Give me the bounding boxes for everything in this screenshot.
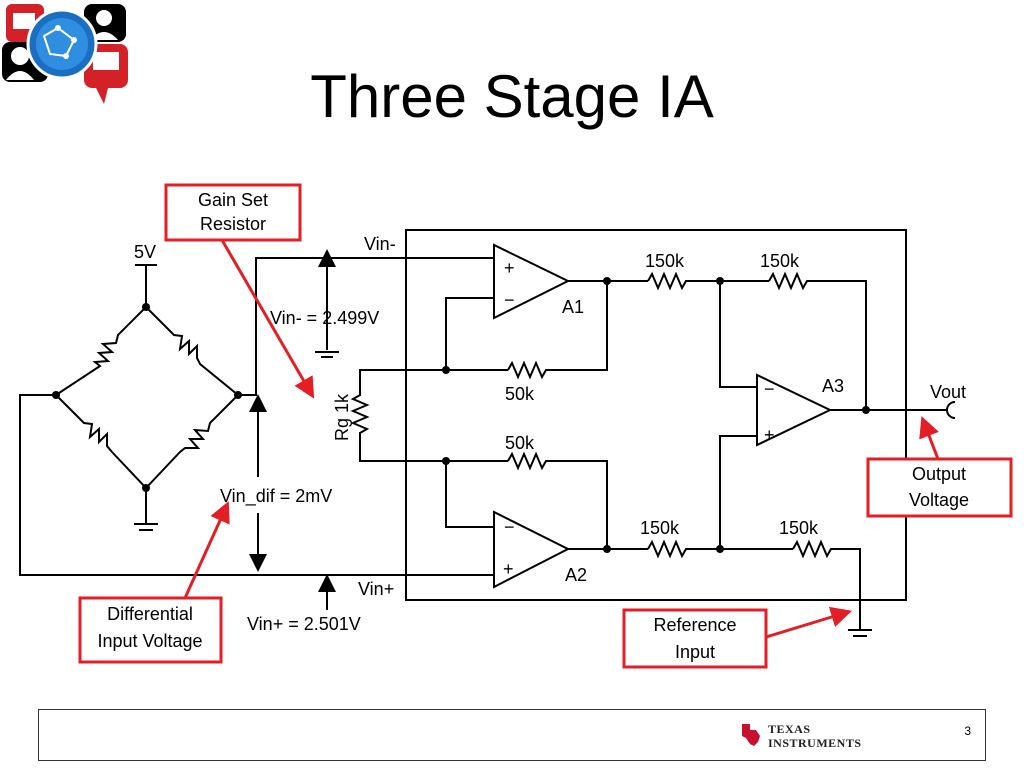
bridge-resistor-bottom-right: [145, 394, 239, 489]
ia-enclosure: [405, 229, 907, 601]
vin-minus-label: Vin-: [364, 234, 396, 254]
a1-label: A1: [562, 297, 584, 317]
callout-differential-line2: Input Voltage: [97, 631, 202, 651]
r-top-fb-label: 150k: [760, 251, 800, 271]
callout-gain-set-line2: Resistor: [200, 214, 266, 234]
op-amp-a1: [493, 243, 571, 320]
svg-text:INSTRUMENTS: INSTRUMENTS: [768, 736, 862, 750]
a1-minus-pin: −: [504, 290, 515, 310]
vout-terminal: [946, 401, 956, 419]
vin-plus-wire: [19, 394, 494, 576]
callout-reference-line1: Reference: [653, 615, 736, 635]
r-feedback-top: [507, 281, 608, 380]
a3-plus-pin: +: [764, 425, 775, 445]
r-bot-in: [647, 539, 793, 559]
vout-label: Vout: [930, 382, 966, 402]
r-feedback-bottom: [507, 451, 608, 549]
callout-differential-line1: Differential: [107, 604, 193, 624]
vin-minus-wire: [238, 257, 494, 396]
callout-output: [866, 457, 1013, 518]
texas-state-icon: [742, 724, 760, 746]
callout-output-line1: Output: [912, 464, 966, 484]
callout-gain-set-line1: Gain Set: [198, 190, 268, 210]
supply-label: 5V: [134, 242, 156, 262]
r-bot-in-label: 150k: [640, 518, 680, 538]
r-bot-ref-label: 150k: [779, 518, 819, 538]
a1-plus-pin: +: [504, 258, 515, 278]
page-number: 3: [964, 724, 971, 738]
page-title: Three Stage IA: [310, 63, 714, 130]
slide-footer: TEXAS INSTRUMENTS 3: [38, 709, 986, 761]
reference-pointer: [765, 606, 853, 639]
texas-instruments-logo: TEXAS INSTRUMENTS: [742, 722, 862, 750]
a3-minus-pin: −: [764, 379, 775, 399]
svg-text:TEXAS: TEXAS: [768, 722, 811, 736]
bridge-resistor-top-left: [55, 306, 147, 396]
callout-reference: [622, 608, 768, 669]
callout-output-line2: Voltage: [909, 490, 969, 510]
r-top-fb: [768, 271, 867, 410]
bridge-resistor-top-right: [145, 306, 239, 396]
output-pointer: [919, 416, 940, 460]
vin-minus-voltage: Vin- = 2.499V: [270, 308, 379, 328]
callout-differential: [78, 596, 223, 664]
vin-plus-label: Vin+: [358, 579, 394, 599]
vin-plus-voltage: Vin+ = 2.501V: [247, 614, 361, 634]
a3-label: A3: [822, 376, 844, 396]
r-top-in-label: 150k: [645, 251, 685, 271]
differential-pointer: [183, 501, 230, 599]
r-top-in: [647, 271, 769, 291]
r-bot-ref: [792, 539, 861, 630]
three-stage-ia-schematic: + − − + − + 5V Vin- Vin+ Vin- = 2.499V V…: [19, 183, 1013, 669]
bridge-resistor-bottom-left: [55, 394, 147, 489]
rg-label: Rg 1k: [332, 393, 352, 441]
presentation-logo-icon: [2, 4, 128, 104]
callout-gain-set: [164, 183, 302, 242]
a2-label: A2: [565, 565, 587, 585]
a2-plus-pin: +: [503, 559, 514, 579]
a2-minus-pin: −: [504, 517, 515, 537]
gain-set-pointer: [220, 239, 315, 399]
r-feedback-top-label: 50k: [505, 384, 535, 404]
op-amp-a2: [493, 510, 571, 589]
vin-dif-voltage: Vin_dif = 2mV: [220, 486, 332, 507]
op-amp-a3: [756, 373, 833, 447]
rg-resistor: [350, 369, 446, 462]
callout-reference-line2: Input: [675, 642, 715, 662]
r-feedback-bottom-label: 50k: [505, 433, 535, 453]
